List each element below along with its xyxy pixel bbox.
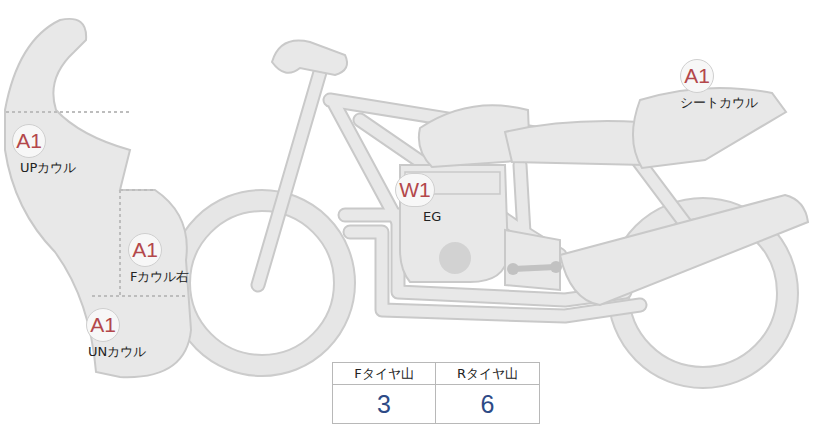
callout-number: A1 [684,64,710,88]
table-header-cell: Fタイヤ山 [332,362,436,385]
callout-circle: W1 [395,173,435,207]
callout-circle: A1 [86,308,120,342]
part-name: シートカウル [680,95,758,111]
seat-cowl-callout: A1 シートカウル [680,59,758,111]
part-name: EG [423,209,441,225]
callout-number: W1 [399,178,431,202]
callout-number: A1 [132,238,158,262]
callout-circle: A1 [128,233,162,267]
callout-circle: A1 [680,59,714,93]
table-value-cell: 6 [435,384,540,424]
front-cowl-callout: A1Fカウル右 [128,233,189,285]
part-name: UNカウル [88,344,146,360]
under-cowl-callout: A1UNカウル [86,308,146,360]
callout-number: A1 [90,313,116,337]
part-name: Fカウル右 [130,269,189,285]
callout-circle: A1 [12,124,46,158]
callout-number: A1 [16,129,42,153]
part-name: UPカウル [20,160,76,176]
upper-cowl-callout: A1UPカウル [12,124,76,176]
table-value-cell: 3 [332,384,436,424]
engine-callout: W1EG [395,173,441,225]
table-header-cell: Rタイヤ山 [435,362,540,385]
